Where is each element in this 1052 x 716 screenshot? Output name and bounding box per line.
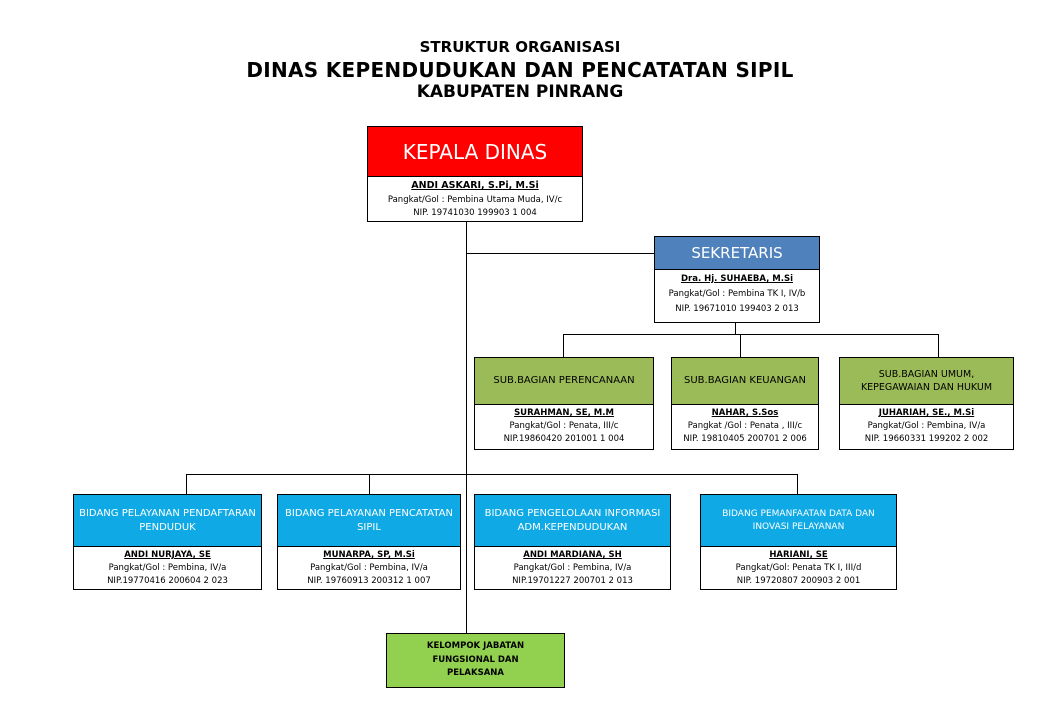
bidang-pemanfaatan-rank: Pangkat/Gol: Penata TK I, III/d [735,563,862,574]
connector-subbagian-1 [563,334,564,357]
subbagian-umum-title: SUB.BAGIAN UMUM, KEPEGAWAIAN DAN HUKUM [840,358,1013,405]
kepala-dinas-nip: NIP. 19741030 199903 1 004 [413,207,537,218]
subbagian-keuangan-name: NAHAR, S.Sos [711,408,779,418]
bidang-pengelolaan-box: BIDANG PENGELOLAAN INFORMASI ADM.KEPENDU… [474,494,671,590]
sekretaris-rank: Pangkat/Gol : Pembina TK I, IV/b [668,288,806,299]
bidang-pengelolaan-rank: Pangkat/Gol : Pembina, IV/a [513,563,632,574]
chart-title-line3: KABUPATEN PINRANG [416,82,624,102]
sekretaris-box: SEKRETARIS Dra. Hj. SUHAEBA, M.Si Pangka… [654,236,820,323]
connector-to-sekretaris [466,253,654,254]
subbagian-umum-name: JUHARIAH, SE., M.Si [878,408,975,418]
bidang-pengelolaan-name: ANDI MARDIANA, SH [523,550,622,560]
bidang-pencatatan-name: MUNARPA, SP, M.Si [323,550,415,560]
sekretaris-nip: NIP. 19671010 199403 2 013 [675,303,799,314]
bidang-pendaftaran-box: BIDANG PELAYANAN PENDAFTARAN PENDUDUK AN… [73,494,262,590]
connector-bidang-horizontal [186,474,798,475]
subbagian-keuangan-nip: NIP. 19810405 200701 2 006 [683,434,807,445]
connector-bidang-1 [186,474,187,494]
sekretaris-name: Dra. Hj. SUHAEBA, M.Si [680,274,794,284]
bidang-pencatatan-title: BIDANG PELAYANAN PENCATATAN SIPIL [278,495,460,547]
kepala-dinas-name: ANDI ASKARI, S.Pi, M.Si [411,180,539,191]
connector-subbagian-horizontal [563,334,939,335]
kepala-dinas-rank: Pangkat/Gol : Pembina Utama Muda, IV/c [387,194,563,205]
bidang-pendaftaran-nip: NIP.19770416 200604 2 023 [107,576,228,587]
kepala-dinas-title: KEPALA DINAS [368,127,582,177]
bidang-pencatatan-nip: NIP. 19760913 200312 1 007 [307,576,431,587]
subbagian-keuangan-rank: Pangkat /Gol : Penata , III/c [687,421,803,432]
subbagian-keuangan-box: SUB.BAGIAN KEUANGAN NAHAR, S.Sos Pangkat… [671,357,819,450]
subbagian-perencanaan-nip: NIP.19860420 201001 1 004 [503,434,625,445]
bidang-pengelolaan-title: BIDANG PENGELOLAAN INFORMASI ADM.KEPENDU… [475,495,670,547]
connector-subbagian-2 [740,334,741,357]
bidang-pemanfaatan-box: BIDANG PEMANFAATAN DATA DAN INOVASI PELA… [700,494,897,590]
subbagian-perencanaan-rank: Pangkat/Gol : Penata, III/c [509,421,619,432]
connector-subbagian-3 [938,334,939,357]
chart-title-line2: DINAS KEPENDUDUKAN DAN PENCATATAN SIPIL [246,58,794,82]
bidang-pemanfaatan-title: BIDANG PEMANFAATAN DATA DAN INOVASI PELA… [701,495,896,547]
bidang-pemanfaatan-name: HARIANI, SE [769,550,828,560]
bidang-pengelolaan-nip: NIP.19701227 200701 2 013 [512,576,633,587]
bidang-pendaftaran-name: ANDI NURJAYA, SE [124,550,211,560]
subbagian-umum-rank: Pangkat/Gol : Pembina, IV/a [867,421,986,432]
connector-bidang-4 [797,474,798,494]
sekretaris-title: SEKRETARIS [655,237,819,270]
bidang-pendaftaran-title: BIDANG PELAYANAN PENDAFTARAN PENDUDUK [74,495,261,547]
bidang-pencatatan-box: BIDANG PELAYANAN PENCATATAN SIPIL MUNARP… [277,494,461,590]
subbagian-umum-box: SUB.BAGIAN UMUM, KEPEGAWAIAN DAN HUKUM J… [839,357,1014,450]
connector-bidang-2 [369,474,370,494]
kelompok-fungsional-box: KELOMPOK JABATAN FUNGSIONAL DAN PELAKSAN… [386,633,565,688]
bidang-pencatatan-rank: Pangkat/Gol : Pembina, IV/a [310,563,428,574]
kepala-dinas-box: KEPALA DINAS ANDI ASKARI, S.Pi, M.Si Pan… [367,126,583,222]
subbagian-umum-nip: NIP. 19660331 199202 2 002 [864,434,989,445]
subbagian-perencanaan-box: SUB.BAGIAN PERENCANAAN SURAHMAN, SE, M.M… [474,357,654,450]
subbagian-keuangan-title: SUB.BAGIAN KEUANGAN [672,358,818,405]
kelompok-fungsional-title: KELOMPOK JABATAN FUNGSIONAL DAN PELAKSAN… [426,641,525,679]
subbagian-perencanaan-title: SUB.BAGIAN PERENCANAAN [475,358,653,405]
bidang-pemanfaatan-nip: NIP. 19720807 200903 2 001 [736,576,861,587]
chart-title-line1: STRUKTUR ORGANISASI [419,38,621,56]
connector-sekretaris-down [735,322,736,335]
connector-main-vertical [466,220,467,634]
bidang-pendaftaran-rank: Pangkat/Gol : Pembina, IV/a [108,563,227,574]
subbagian-perencanaan-name: SURAHMAN, SE, M.M [514,408,614,418]
